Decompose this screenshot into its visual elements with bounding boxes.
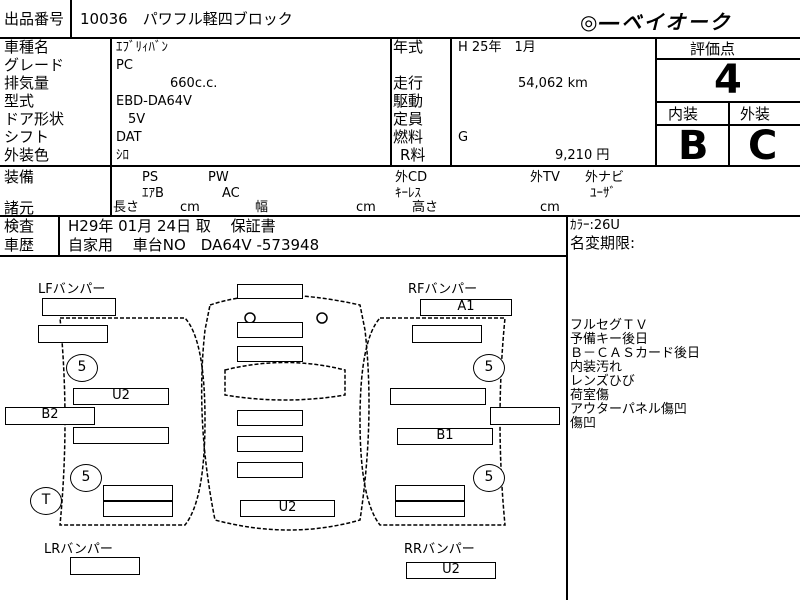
lot-label: 出品番号 — [4, 10, 65, 28]
exterior-label: 外装 — [740, 105, 771, 123]
rf-bumper-label: RFバンパー — [408, 282, 478, 297]
panel-box — [237, 346, 303, 362]
name-change-deadline: 名変期限: — [570, 234, 636, 252]
note-line: アウターパネル傷凹 — [570, 402, 687, 417]
car-name-label: 車種名 — [4, 38, 50, 56]
note-line: 荷室傷 — [570, 388, 610, 403]
right-upper-box — [390, 388, 486, 405]
left-rear-box — [103, 485, 173, 501]
displacement: 660c.c. — [170, 76, 218, 91]
interior-grade: B — [678, 123, 709, 169]
rr-bumper-label: RRバンパー — [404, 542, 475, 557]
height-label: 高さ — [412, 200, 439, 215]
note-line: 予備キー後日 — [570, 332, 649, 347]
left-upper-box: U2 — [73, 388, 169, 405]
lot-value: 10036 パワフル軽四ブロック — [80, 10, 293, 28]
year-label: 年式 — [393, 38, 424, 56]
rf-tire-mark: 5 — [473, 354, 505, 382]
fuel: G — [458, 130, 469, 145]
lr-tire-mark: 5 — [70, 464, 102, 492]
panel-box — [237, 410, 303, 426]
length-unit: cm — [180, 200, 200, 215]
equip-item: ｴｱB — [142, 186, 164, 201]
door-label: ドア形状 — [4, 110, 65, 128]
lf-bumper-label: LFバンパー — [38, 282, 106, 297]
car-name: ｴﾌﾞﾘｨﾊﾞﾝ — [116, 40, 168, 55]
displacement-label: 排気量 — [4, 74, 50, 92]
width-label: 幅 — [255, 200, 269, 215]
rr-tire-mark: 5 — [473, 464, 505, 492]
equip-item: PS — [142, 170, 159, 185]
door: 5V — [128, 112, 146, 127]
recycle-fee: 9,210 円 — [555, 148, 610, 163]
lf-tire-mark: 5 — [66, 354, 98, 382]
lr-bumper-box — [70, 557, 140, 575]
rr-bumper-box: U2 — [406, 562, 496, 579]
grade: PC — [116, 58, 133, 73]
logo-text: ベイオーク — [621, 10, 732, 34]
panel-box — [237, 436, 303, 452]
year: H 25年 1月 — [458, 40, 536, 55]
equip-item: 外TV — [530, 170, 560, 185]
equipment-label: 装備 — [4, 168, 35, 186]
score-label: 評価点 — [690, 40, 736, 58]
equip-item: 外ナビ — [585, 170, 625, 185]
logo: ◎―ベイオーク — [580, 10, 732, 34]
inspection-value: H29年 01月 24日 取 保証書 — [68, 217, 276, 235]
tow-mark: T — [30, 487, 62, 515]
equip-item: ﾕｰｻﾞ — [590, 186, 616, 201]
capacity-label: 定員 — [393, 110, 424, 128]
interior-label: 内装 — [668, 105, 699, 123]
equip-item: PW — [208, 170, 229, 185]
grade-label: グレード — [4, 56, 65, 74]
note-line: レンズひび — [570, 374, 635, 389]
width-unit: cm — [356, 200, 376, 215]
panel-box — [237, 462, 303, 478]
lr-bumper-label: LRバンパー — [44, 542, 113, 557]
fuel-label: 燃料 — [393, 128, 424, 146]
left-side-box: B2 — [5, 407, 95, 425]
right-fender-box — [412, 325, 482, 343]
panel-box — [237, 322, 303, 338]
mileage-label: 走行 — [393, 74, 424, 92]
right-rear-box — [395, 501, 465, 517]
rear-center-box: U2 — [240, 500, 335, 517]
note-line: フルセグＴＶ — [570, 318, 649, 333]
equip-item: ｷｰﾚｽ — [395, 186, 421, 201]
equip-item: 外CD — [395, 170, 428, 185]
shift: DAT — [116, 130, 142, 145]
mileage: 54,062 km — [518, 76, 588, 91]
model: EBD-DA64V — [116, 94, 192, 109]
car-diagram — [59, 294, 506, 531]
equip-item: AC — [222, 186, 240, 201]
shift-label: シフト — [4, 128, 50, 146]
right-door-box: B1 — [397, 428, 493, 445]
note-line: Ｂ－ＣＡＳカード後日 — [570, 346, 701, 361]
logo-icon: ◎ — [580, 10, 600, 34]
height-unit: cm — [540, 200, 560, 215]
color-label: 外装色 — [4, 146, 50, 164]
model-label: 型式 — [4, 92, 35, 110]
note-line: 傷凹 — [570, 416, 597, 431]
note-line: 内装汚れ — [570, 360, 623, 375]
color-code: ｶﾗｰ:26U — [570, 218, 620, 233]
right-rear-box — [395, 485, 465, 501]
right-side-box — [490, 407, 560, 425]
lf-bumper-box — [42, 298, 116, 316]
history-value: 自家用 車台NO DA64V -573948 — [68, 236, 320, 254]
score-value: 4 — [714, 57, 742, 103]
bonnet-box — [237, 284, 303, 299]
inspection-label: 検査 — [4, 217, 35, 235]
left-door-box — [73, 427, 169, 444]
left-rear-box — [103, 501, 173, 517]
rf-bumper-box: A1 — [420, 299, 512, 316]
specs-label: 諸元 — [4, 199, 35, 217]
length-label: 長さ — [113, 200, 140, 215]
exterior-grade: C — [748, 123, 778, 169]
left-fender-box — [38, 325, 108, 343]
history-label: 車歴 — [4, 236, 35, 254]
drive-label: 駆動 — [393, 92, 424, 110]
color: ｼﾛ — [116, 148, 129, 163]
recycle-label: R料 — [400, 146, 426, 164]
